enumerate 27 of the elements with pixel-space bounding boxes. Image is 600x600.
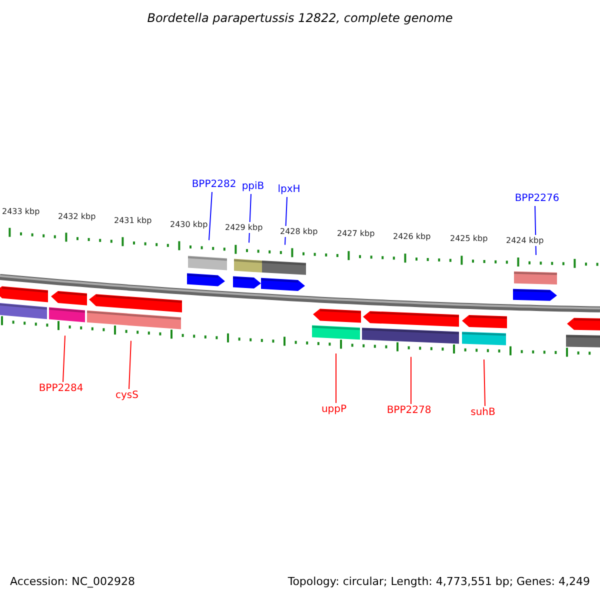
gene-label: BPP2282 (192, 179, 236, 191)
scale-label: 2424 kbp (506, 234, 544, 246)
genome-info-text: Topology: circular; Length: 4,773,551 bp; Genes: 4,249 (288, 576, 590, 587)
gene-label: BPP2278 (386, 405, 432, 417)
gene-label: uppP (321, 404, 347, 416)
scale-label: 2432 kbp (58, 210, 96, 222)
scale-label: 2433 kbp (2, 206, 40, 217)
gene-label: cysS (116, 390, 138, 402)
gene-label: lpxH (278, 184, 300, 196)
scale-label: 2426 kbp (393, 230, 431, 242)
scale-label: 2430 kbp (170, 218, 208, 230)
scale-label: 2427 kbp (337, 228, 375, 240)
scale-label: 2425 kbp (450, 233, 488, 244)
leader-line (484, 359, 486, 406)
leader-line (62, 335, 66, 382)
leader-line (128, 340, 132, 390)
scale-label: 2428 kbp (280, 226, 318, 237)
scale-label: 2431 kbp (114, 214, 152, 226)
title: Bordetella parapertussis 12822, complete genome (146, 11, 454, 25)
gene-label: suhB (470, 407, 496, 419)
gene-label: BPP2284 (38, 383, 84, 395)
accession-text: Accession: NC_002928 (10, 576, 136, 587)
gene-label: ppiB (242, 181, 264, 193)
gene-label: BPP2276 (514, 193, 560, 205)
leader-line (410, 356, 412, 404)
scale-label: 2429 kbp (225, 222, 263, 234)
leader-line (208, 192, 212, 241)
